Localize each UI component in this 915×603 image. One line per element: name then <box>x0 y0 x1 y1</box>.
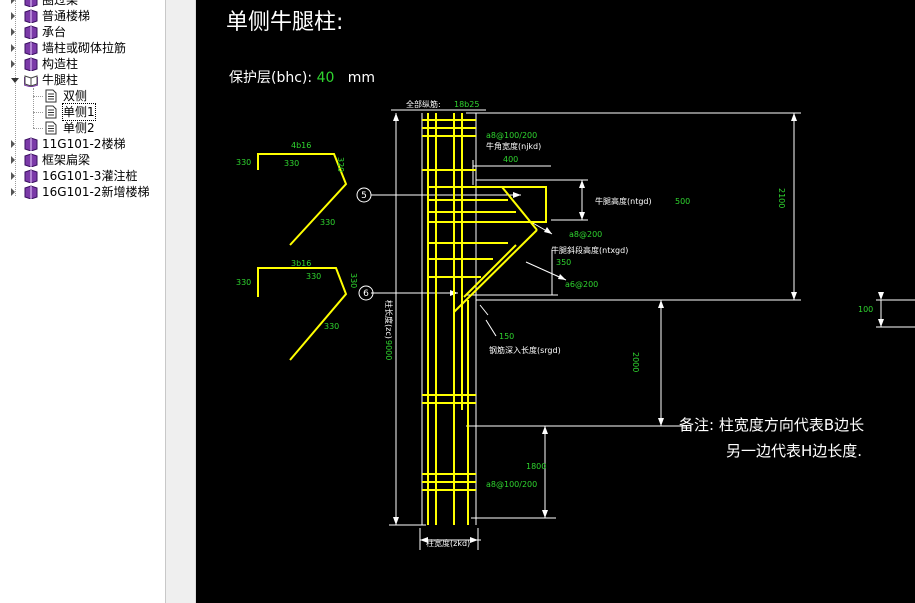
tree-item-label: 双侧 <box>63 89 88 103</box>
book-icon <box>24 153 38 167</box>
document-icon <box>45 89 57 103</box>
len-150-value: 150 <box>499 332 514 341</box>
marker-5: 5 <box>361 191 367 201</box>
expand-arrow-icon[interactable] <box>11 172 15 180</box>
cover-label: 保护层(bhc): <box>229 70 313 86</box>
collapse-arrow-icon[interactable] <box>11 78 19 83</box>
cover-thickness-row: 保护层(bhc): 40 mm <box>229 67 375 87</box>
stirrup-a6-200-value: a6@200 <box>565 280 598 289</box>
book-icon <box>24 9 38 23</box>
value-text: 18b25 a8@100/200 400 500 a8@200 350 a6@2… <box>236 100 873 489</box>
cover-value[interactable]: 40 <box>316 70 335 86</box>
corbel-height-label: 牛腿高度(ntgd) <box>595 196 652 206</box>
bar6-dim-top: 330 <box>306 272 321 281</box>
column-length-label: 柱长度(zc) <box>384 300 394 339</box>
corbel-width-label: 牛角宽度(njkd) <box>486 141 541 151</box>
tree-item-label: 16G101-3灌注桩 <box>42 169 138 183</box>
callout-numbers: 5 6 <box>361 191 369 299</box>
corbel-height-value: 500 <box>675 197 690 206</box>
bar6-count: 3b16 <box>291 259 311 268</box>
note-line-1: 备注: 柱宽度方向代表B边长 <box>679 416 865 434</box>
tree-item-label: 圈过梁 <box>42 0 79 7</box>
expand-arrow-icon[interactable] <box>11 12 15 20</box>
tree-item-label: 框架扁梁 <box>42 153 91 167</box>
tree-item-label: 承台 <box>42 25 67 39</box>
len-100-value: 100 <box>858 305 873 314</box>
tree-connector <box>33 88 34 128</box>
book-icon <box>24 0 38 7</box>
bar5-dim-slope: 330 <box>320 218 335 227</box>
len-2100-value: 2100 <box>777 188 786 208</box>
slope-height-value: 350 <box>556 258 571 267</box>
tree-connector <box>33 96 43 97</box>
expand-arrow-icon[interactable] <box>11 60 15 68</box>
column-rebar <box>257 113 547 525</box>
expand-arrow-icon[interactable] <box>11 28 15 36</box>
note-line-2: 另一边代表H边长度. <box>726 442 863 460</box>
tree-item-label: 墙柱或砌体拉筋 <box>42 41 127 55</box>
drawing-title: 单侧牛腿柱: <box>226 10 344 35</box>
anchor-length-label: 钢筋深入长度(srgd) <box>489 345 561 355</box>
marker-6: 6 <box>363 289 369 299</box>
bar5-dim-top: 330 <box>284 159 299 168</box>
cover-unit: mm <box>347 70 376 86</box>
bar6-dim-left: 330 <box>236 278 251 287</box>
expand-arrow-icon[interactable] <box>11 0 15 4</box>
dimension-lines <box>371 109 915 550</box>
book-icon <box>24 41 38 55</box>
dimension-text: 全部纵筋: 牛角宽度(njkd) 牛腿高度(ntgd) 牛腿斜段高度(ntxgd… <box>384 99 652 548</box>
bar5-dim-hook: 320 <box>336 157 345 172</box>
tree-connector <box>15 0 16 196</box>
tree-connector <box>33 112 43 113</box>
corbel-column-drawing: 5 6 全部纵筋: 牛角宽度(njkd) 牛腿高度(ntgd) 牛腿斜段高度(n… <box>236 99 915 550</box>
open-book-icon <box>24 75 38 87</box>
stirrup-a8-200-value: a8@200 <box>569 230 602 239</box>
tree-item-label: 11G101-2楼梯 <box>42 137 126 151</box>
bar5-count: 4b16 <box>291 141 311 150</box>
bar6-dim-hook: 330 <box>349 273 358 288</box>
column-width-label: 柱宽度(zkd) <box>426 538 470 548</box>
all-bars-label: 全部纵筋: <box>406 99 441 109</box>
drawing-canvas: 单侧牛腿柱: 保护层(bhc): 40 mm <box>196 0 915 603</box>
len-1800-value: 1800 <box>526 462 546 471</box>
stirrup-bottom-value: a8@100/200 <box>486 480 537 489</box>
column-length-value: 9000 <box>384 340 393 360</box>
expand-arrow-icon[interactable] <box>11 44 15 52</box>
all-bars-value: 18b25 <box>454 100 479 109</box>
book-icon <box>24 25 38 39</box>
expand-arrow-icon[interactable] <box>11 140 15 148</box>
tree-item-label: 构造柱 <box>42 57 79 71</box>
tree-connector <box>33 128 43 129</box>
book-icon <box>24 169 38 183</box>
corbel-width-value: 400 <box>503 155 518 164</box>
slope-height-label: 牛腿斜段高度(ntxgd) <box>551 245 628 255</box>
tree-item-label: 16G101-2新增楼梯 <box>42 185 150 199</box>
bar6-dim-slope: 330 <box>324 322 339 331</box>
stirrup-top-value: a8@100/200 <box>486 131 537 140</box>
book-icon <box>24 57 38 71</box>
len-2000-value: 2000 <box>631 352 640 372</box>
document-icon <box>45 121 57 135</box>
bar5-dim-left: 330 <box>236 158 251 167</box>
document-icon <box>45 105 57 119</box>
navigation-tree[interactable]: 圈过梁 普通楼梯 承台 墙柱或砌体拉筋 构造柱 牛腿柱 <box>0 0 166 603</box>
book-icon <box>24 185 38 199</box>
expand-arrow-icon[interactable] <box>11 156 15 164</box>
tree-item-label: 牛腿柱 <box>42 73 79 87</box>
arrowheads <box>393 113 884 543</box>
callout-circles <box>356 187 374 301</box>
splitter-strip[interactable] <box>166 0 196 603</box>
expand-arrow-icon[interactable] <box>11 188 15 196</box>
tree-item-label: 普通楼梯 <box>42 9 91 23</box>
tree-item-label: 单侧1 <box>62 103 96 121</box>
book-icon <box>24 137 38 151</box>
tree-item-label: 单侧2 <box>63 121 95 135</box>
